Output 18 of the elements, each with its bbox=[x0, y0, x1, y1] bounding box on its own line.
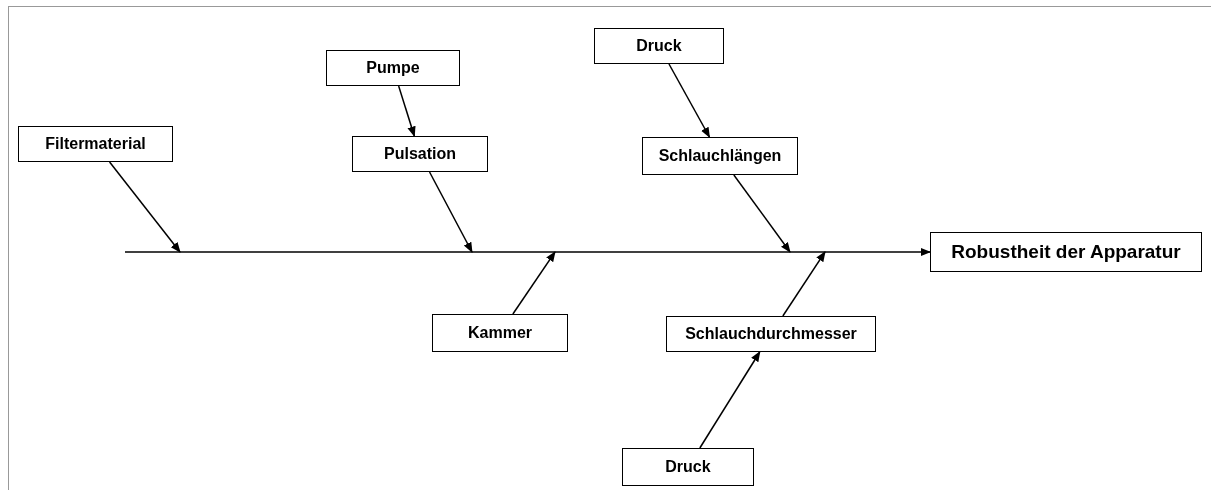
cause-box: Pulsation bbox=[352, 136, 488, 172]
effect-box: Robustheit der Apparatur bbox=[930, 232, 1202, 272]
arrow bbox=[108, 161, 181, 253]
arrow bbox=[699, 351, 761, 449]
arrow bbox=[782, 251, 826, 317]
arrow bbox=[512, 251, 556, 315]
spine-arrow bbox=[124, 247, 932, 257]
cause-box: Schlauchlängen bbox=[642, 137, 798, 175]
arrow bbox=[428, 171, 473, 253]
cause-box: Kammer bbox=[432, 314, 568, 352]
cause-box: Druck bbox=[594, 28, 724, 64]
cause-box: Pumpe bbox=[326, 50, 460, 86]
cause-box: Filtermaterial bbox=[18, 126, 173, 162]
arrow bbox=[733, 174, 791, 253]
arrow bbox=[668, 63, 711, 138]
cause-box: Schlauchdurchmesser bbox=[666, 316, 876, 352]
arrow bbox=[397, 85, 416, 137]
cause-box: Druck bbox=[622, 448, 754, 486]
